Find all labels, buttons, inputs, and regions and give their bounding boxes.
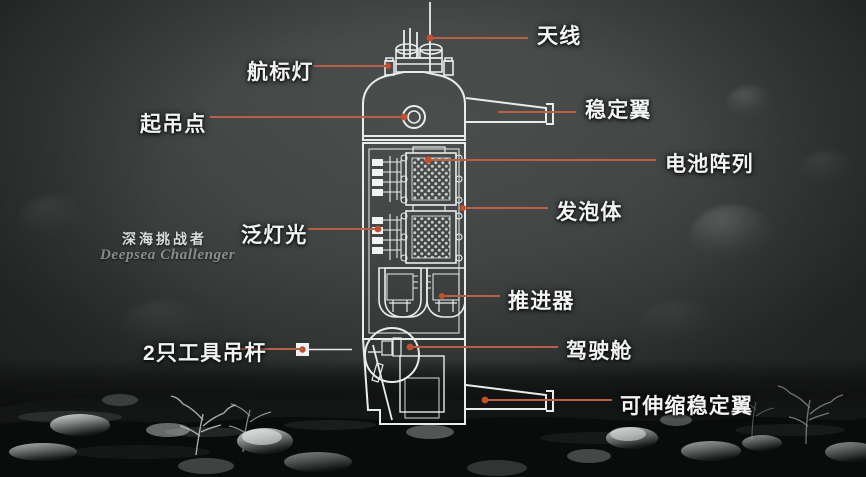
label-tool-booms: 2只工具吊杆 [143, 342, 267, 365]
label-stabilizer-fin: 稳定翼 [585, 99, 652, 122]
label-thruster: 推进器 [508, 290, 575, 313]
beacon-lights [384, 57, 454, 76]
coral-right [777, 385, 844, 445]
label-flood-lights: 泛灯光 [241, 224, 308, 247]
stabilizer-fin-lower [465, 384, 554, 412]
label-lifting-point: 起吊点 [140, 113, 207, 136]
label-pilot-sphere: 驾驶舱 [566, 340, 633, 363]
label-beacon-light: 航标灯 [247, 61, 314, 84]
label-retract-fin: 可伸缩稳定翼 [620, 395, 754, 418]
hull-outline [361, 2, 554, 425]
flood-light-array-lower [389, 214, 402, 260]
flood-light-array-upper [389, 156, 402, 202]
antenna-masts [403, 2, 431, 72]
battery-cells-upper [412, 158, 450, 200]
label-foam-body: 发泡体 [556, 201, 623, 224]
thruster-right-detail [426, 267, 466, 318]
pilot-sphere [364, 327, 420, 383]
tool-boom-marker [296, 343, 352, 356]
watermark-chinese: 深海挑战者 [122, 231, 207, 247]
antenna-cluster [395, 43, 443, 73]
label-battery-array: 电池阵列 [665, 153, 754, 176]
battery-cells-lower [412, 216, 450, 258]
stabilizer-fin-upper [465, 97, 554, 125]
flood-lamp-faces [372, 159, 383, 254]
label-antenna: 天线 [537, 25, 582, 48]
leader-lines [210, 37, 656, 401]
seafloor-stones [9, 394, 866, 476]
leader-anchor-dots [374, 34, 489, 404]
watermark-english: Deepsea Challenger [100, 247, 236, 263]
